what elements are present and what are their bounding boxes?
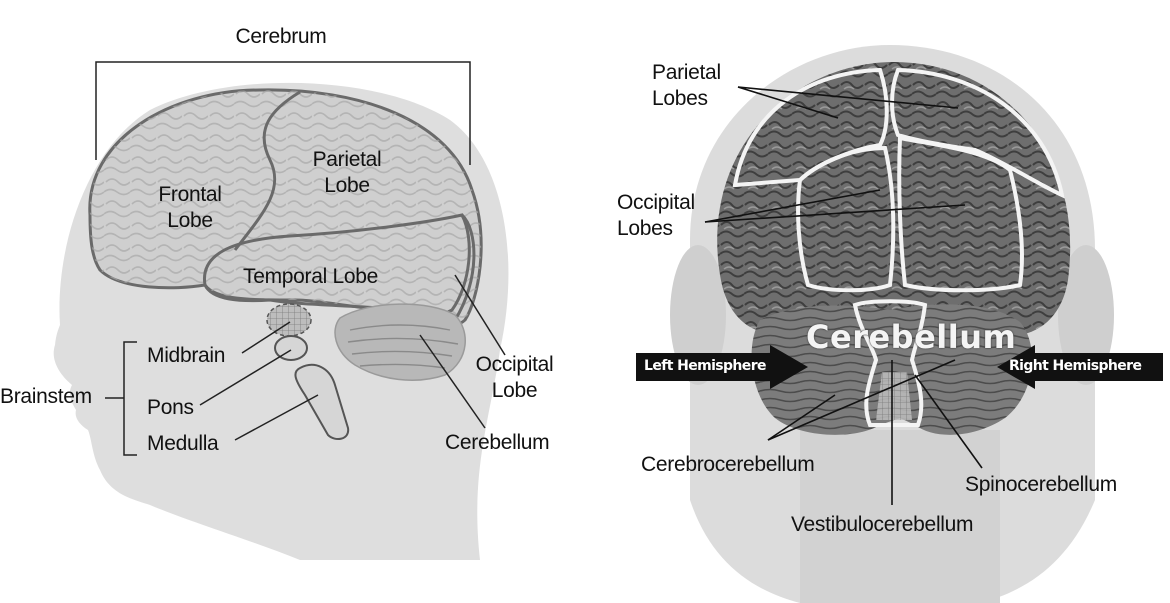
midbrain-label: Midbrain xyxy=(147,344,226,367)
pons-leader xyxy=(199,349,292,406)
central-sulcus xyxy=(233,90,301,251)
medulla-label: Medulla xyxy=(147,432,219,455)
cerebrocerebellum-leader-1 xyxy=(767,394,836,441)
cerebrocerebellum-label: Cerebrocerebellum xyxy=(641,453,815,476)
occipital-leader-2 xyxy=(704,204,966,223)
back-view-head xyxy=(670,45,1114,603)
frontal-lobe-line-1: Frontal xyxy=(158,183,222,206)
vestibulocerebellum-label: Vestibulocerebellum xyxy=(791,513,974,536)
nodulus-hatch xyxy=(876,372,912,420)
parietal-lobe-label: Parietal Lobe xyxy=(297,147,397,199)
right-hemisphere-arrow xyxy=(997,345,1163,389)
occipital-leader-1 xyxy=(704,189,881,223)
parietal-lobes-line-2: Lobes xyxy=(652,87,708,110)
temporal-lobe xyxy=(202,213,471,319)
occipital-outline-left xyxy=(796,145,896,293)
occipital-lobe-line-2: Lobe xyxy=(491,379,538,402)
brainstem-bracket xyxy=(105,341,137,456)
hemisphere-arrows xyxy=(636,345,1163,389)
cerebrum-bracket xyxy=(95,61,471,165)
back-view-leaders xyxy=(704,86,983,505)
parietal-leader-2 xyxy=(737,86,959,109)
spinocerebellum-leader xyxy=(914,374,983,469)
parietal-lobes-line-1: Parietal xyxy=(652,61,721,84)
neck-back xyxy=(800,430,1000,603)
temporal-lobe-label: Temporal Lobe xyxy=(243,265,379,288)
brain-folds xyxy=(89,89,482,327)
cerebellum-side xyxy=(334,303,466,381)
medulla-region xyxy=(294,363,350,441)
cerebrum-label: Cerebrum xyxy=(235,25,327,48)
cerebellum-side-label: Cerebellum xyxy=(445,431,550,454)
parietal-lobe-line-1: Parietal xyxy=(312,148,382,171)
occipital-outline-right xyxy=(897,135,1024,293)
frontal-lobe-line-2: Lobe xyxy=(167,209,213,232)
cerebellum-back-label: Cerebellum xyxy=(806,318,1017,356)
spinocerebellum-label: Spinocerebellum xyxy=(965,473,1117,496)
parietal-lobes-label: Parietal Lobes xyxy=(652,60,721,112)
occipital-lobes-label: Occipital Lobes xyxy=(617,190,695,242)
occipital-boundary xyxy=(453,213,476,321)
brainstem-label: Brainstem xyxy=(0,385,92,408)
cerebellum-folia xyxy=(347,324,459,369)
occipital-leader xyxy=(454,274,506,356)
side-view-head xyxy=(53,82,509,561)
parietal-leader-1 xyxy=(737,86,839,119)
frontal-lobe-label: Frontal Lobe xyxy=(140,182,240,234)
side-view-leaders xyxy=(95,61,506,456)
occipital-lobe-label: Occipital Lobe xyxy=(462,352,567,404)
midbrain-region xyxy=(266,303,312,337)
midbrain-leader xyxy=(241,321,291,354)
left-hemisphere-arrow xyxy=(636,345,808,389)
left-hemisphere-label: Left Hemisphere xyxy=(644,358,766,374)
parietal-lobe-line-2: Lobe xyxy=(324,174,370,197)
vermis-outline xyxy=(852,299,928,427)
left-ear xyxy=(670,245,726,385)
medulla-leader xyxy=(234,394,319,441)
occipital-lobe-line-1: Occipital xyxy=(475,353,554,376)
pons-label: Pons xyxy=(147,396,194,419)
cerebellum-leader xyxy=(419,334,486,429)
occipital-lobes-line-1: Occipital xyxy=(617,191,695,214)
right-hemisphere-label: Right Hemisphere xyxy=(1009,358,1142,374)
cerebrocerebellum-leader-2 xyxy=(767,359,956,441)
right-ear xyxy=(1058,245,1114,385)
occipital-lobes-line-2: Lobes xyxy=(617,217,673,240)
